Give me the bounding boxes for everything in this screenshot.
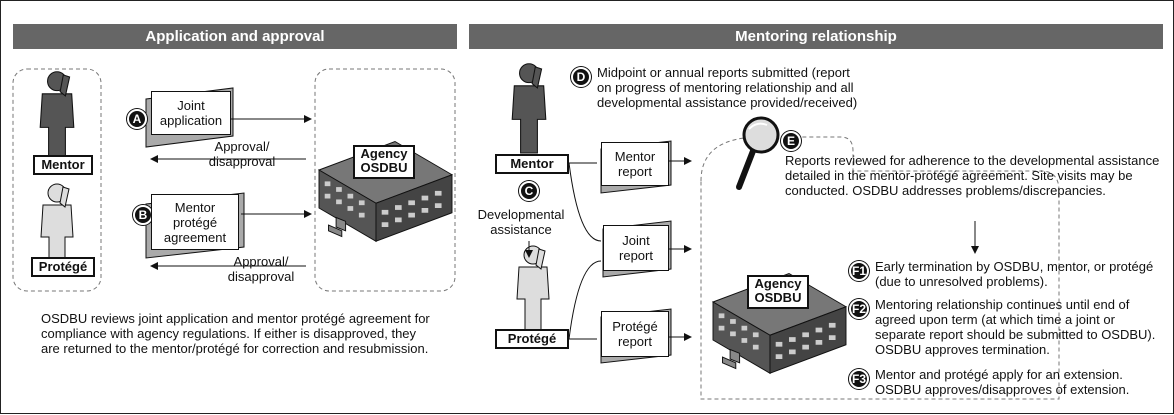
joint-report-card: Joint report <box>603 225 669 271</box>
mentoring-relationship-header: Mentoring relationship <box>469 24 1163 49</box>
participants-region <box>12 68 102 292</box>
protege-label-right: Protégé <box>495 329 569 349</box>
step-f3-text: Mentor and protégé apply for an extensio… <box>875 367 1130 397</box>
agency-region <box>314 68 456 292</box>
step-e-badge: E <box>781 131 801 151</box>
step-f2-text: Mentoring relationship continues until e… <box>875 297 1156 357</box>
mentor-report-card: Mentor report <box>601 142 669 186</box>
step-c-badge: C <box>519 181 539 201</box>
agency-label-line1: Agency <box>360 146 408 161</box>
agency-osdbu-label: Agency OSDBU <box>353 145 415 179</box>
approval-disapproval-label-2: Approval/ disapproval <box>227 254 295 284</box>
agency-right-label-line1: Agency <box>754 276 802 291</box>
joint-application-card: Joint application <box>151 91 231 135</box>
agency-process-region <box>700 136 1060 400</box>
agency-label-line2: OSDBU <box>360 160 408 175</box>
developmental-assistance-label: Developmental assistance <box>477 207 565 237</box>
mentor-protege-agreement-card: Mentor protégé agreement <box>151 194 239 250</box>
approval-disapproval-label-1: Approval/ disapproval <box>208 139 276 169</box>
agency-osdbu-label-right: Agency OSDBU <box>747 275 809 309</box>
agency-right-label-line2: OSDBU <box>754 290 802 305</box>
protege-label: Protégé <box>31 257 95 277</box>
mentor-label-right: Mentor <box>495 154 569 174</box>
step-f3-badge: F3 <box>849 369 869 389</box>
step-a-badge: A <box>127 109 147 129</box>
step-d-badge: D <box>571 67 591 87</box>
protege-report-card: Protégé report <box>601 311 669 357</box>
application-approval-header: Application and approval <box>13 24 457 49</box>
step-f2-badge: F2 <box>849 299 869 319</box>
mentor-figure-right-icon <box>511 63 547 154</box>
step-e-text: Reports reviewed for adherence to the de… <box>785 153 1160 198</box>
protege-figure-right-icon <box>516 245 550 332</box>
step-b-badge: B <box>133 205 153 225</box>
application-description: OSDBU reviews joint application and ment… <box>41 311 430 356</box>
mentor-label: Mentor <box>33 155 93 175</box>
magnifier-icon <box>736 116 780 190</box>
step-d-text: Midpoint or annual reports submitted (re… <box>597 65 858 110</box>
step-f1-text: Early termination by OSDBU, mentor, or p… <box>875 259 1154 289</box>
mentor-figure-icon <box>39 71 75 162</box>
step-f1-badge: F1 <box>849 261 869 281</box>
